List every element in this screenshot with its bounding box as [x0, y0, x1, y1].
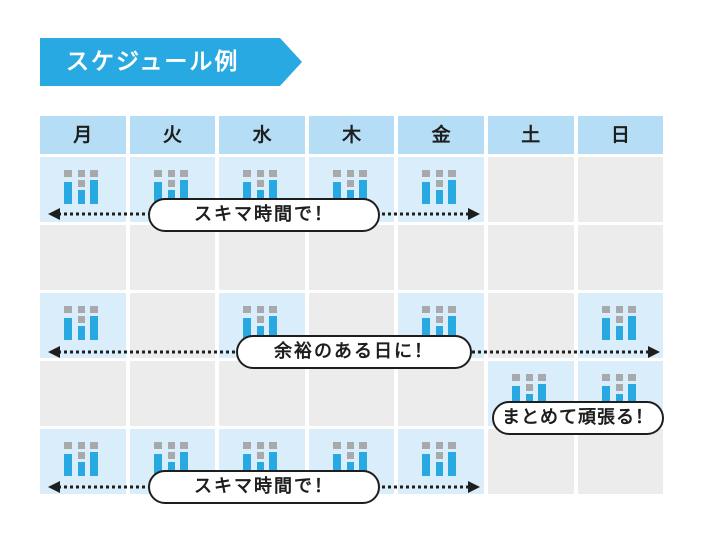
study-bars-icon	[64, 442, 98, 476]
empty-cell	[488, 157, 574, 222]
day-header: 金	[398, 116, 484, 154]
empty-cell	[40, 225, 126, 290]
study-bars-icon	[332, 442, 367, 476]
study-bars-icon	[153, 170, 188, 204]
empty-cell	[577, 429, 664, 494]
day-header: 火	[129, 116, 216, 154]
day-header: 月	[40, 116, 126, 154]
study-bars-icon	[243, 442, 278, 476]
empty-cell	[488, 225, 574, 290]
empty-cell	[308, 225, 395, 290]
study-cell	[398, 429, 484, 494]
study-bars-icon	[243, 170, 278, 204]
page-title: スケジュール例	[66, 49, 240, 75]
day-header: 水	[219, 116, 305, 154]
empty-cell	[40, 361, 126, 426]
study-bars-icon	[601, 306, 636, 340]
empty-cell	[129, 361, 216, 426]
title-banner: スケジュール例	[40, 38, 302, 86]
label-spare-time-bottom: スキマ時間で！	[148, 470, 380, 504]
empty-cell	[488, 293, 574, 358]
study-bars-icon	[64, 170, 98, 204]
empty-cell	[398, 225, 484, 290]
study-bars-icon	[243, 306, 278, 340]
day-header: 木	[308, 116, 395, 154]
empty-cell	[219, 225, 305, 290]
study-cell	[40, 429, 126, 494]
empty-cell	[577, 225, 664, 290]
label-weekend: まとめて頑張る！	[492, 401, 664, 435]
empty-cell	[129, 293, 216, 358]
empty-cell	[398, 361, 484, 426]
study-bars-icon	[64, 306, 98, 340]
empty-cell	[488, 429, 574, 494]
label-spare-time-top: スキマ時間で！	[148, 198, 380, 232]
label-free-days: 余裕のある日に！	[236, 335, 472, 369]
study-bars-icon	[153, 442, 188, 476]
study-cell	[398, 157, 484, 222]
study-bars-icon	[422, 170, 457, 204]
empty-cell	[129, 225, 216, 290]
empty-cell	[308, 361, 395, 426]
day-header: 土	[488, 116, 574, 154]
day-header: 日	[577, 116, 664, 154]
study-bars-icon	[422, 442, 457, 476]
study-bars-icon	[332, 170, 367, 204]
study-bars-icon	[422, 306, 457, 340]
empty-cell	[577, 157, 664, 222]
study-cell	[40, 293, 126, 358]
banner-arrow-shape	[40, 38, 302, 86]
empty-cell	[219, 361, 305, 426]
